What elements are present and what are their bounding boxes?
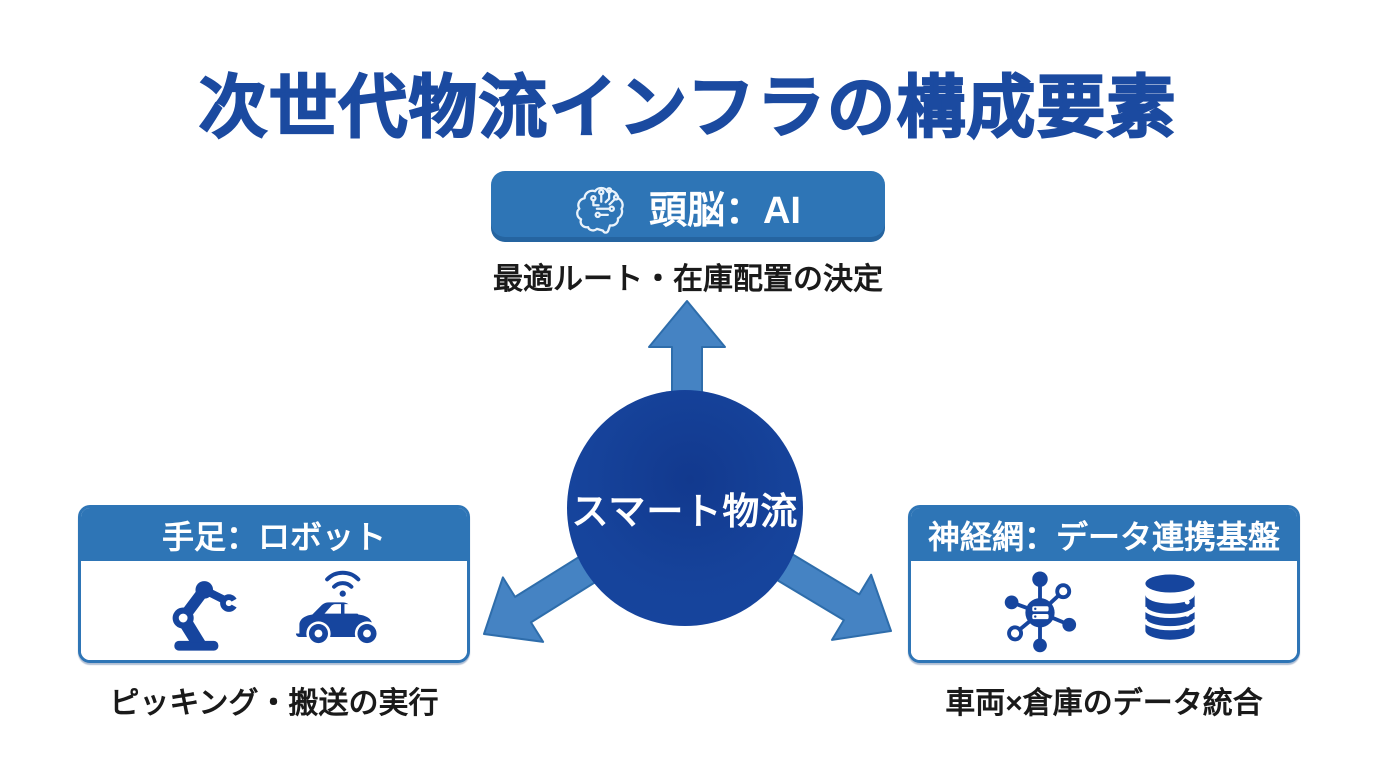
connected-car-icon [289, 567, 393, 655]
page-title: 次世代物流インフラの構成要素 [198, 69, 1177, 147]
network-hub-icon [997, 568, 1083, 654]
node-left-header: 手足：ロボット [81, 508, 467, 561]
node-top-label: 頭脳：AI [648, 190, 801, 232]
node-left-card: 手足：ロボット [78, 505, 470, 663]
center-hub-label: スマート物流 [571, 491, 799, 532]
node-left-caption: ピッキング・搬送の実行 [109, 687, 439, 720]
node-left-body [81, 561, 467, 660]
node-right-card: 神経網：データ連携基盤 [908, 505, 1300, 663]
robot-arm-icon [155, 567, 243, 655]
node-right-header: 神経網：データ連携基盤 [911, 508, 1297, 561]
center-hub: スマート物流 [567, 390, 803, 626]
node-top-caption: 最適ルート・在庫配置の決定 [493, 263, 883, 296]
brain-circuit-icon [575, 179, 631, 235]
arrow-up [648, 300, 726, 400]
node-top-card: 頭脳：AI [491, 171, 885, 242]
node-right-body [911, 561, 1297, 660]
database-icon [1129, 568, 1211, 654]
node-right-caption: 車両×倉庫のデータ統合 [945, 687, 1263, 720]
